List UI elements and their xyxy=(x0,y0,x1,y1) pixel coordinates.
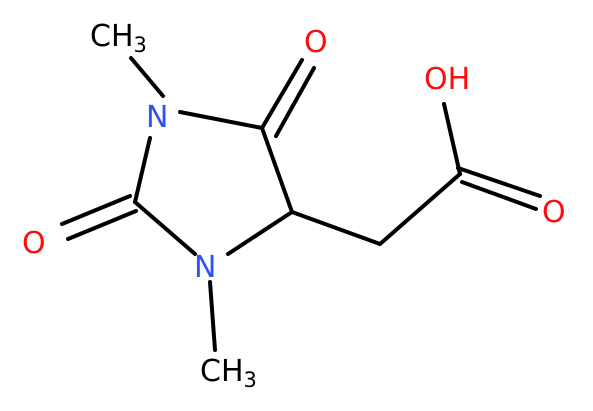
bond-c4-c5 xyxy=(260,126,294,214)
bond-cooh-o-a xyxy=(456,166,542,198)
n3-label: N xyxy=(194,250,216,285)
bond-n3-methyl xyxy=(208,280,217,352)
bond-c2-n3 xyxy=(133,200,197,256)
acid-oxygen-label: O xyxy=(542,195,566,230)
bonds xyxy=(60,56,542,352)
bond-c2-o-a xyxy=(60,194,132,226)
bond-c4-ch2 xyxy=(290,210,382,246)
bond-c2-o-b xyxy=(66,209,138,241)
bond-n1-c2 xyxy=(133,136,152,204)
atom-labels: CH3 N O O N CH3 OH O xyxy=(22,19,566,392)
bond-ch2-cooh xyxy=(378,172,462,246)
bond-c5-o-b xyxy=(274,66,316,138)
bond-n1-methyl xyxy=(129,56,165,98)
bond-c5-o-a xyxy=(260,58,304,130)
urea-oxygen-label: O xyxy=(22,226,46,261)
bond-n1-c5 xyxy=(178,110,264,130)
n3-methyl-label: CH3 xyxy=(200,354,257,392)
bond-cooh-o-b xyxy=(460,180,538,211)
ketone-oxygen-label: O xyxy=(304,25,328,60)
n1-label: N xyxy=(146,100,168,135)
n1-methyl-label: CH3 xyxy=(90,19,147,57)
bond-cooh-oh xyxy=(442,102,462,176)
bond-n3-c4 xyxy=(226,210,294,256)
hydroxyl-label: OH xyxy=(424,62,470,97)
